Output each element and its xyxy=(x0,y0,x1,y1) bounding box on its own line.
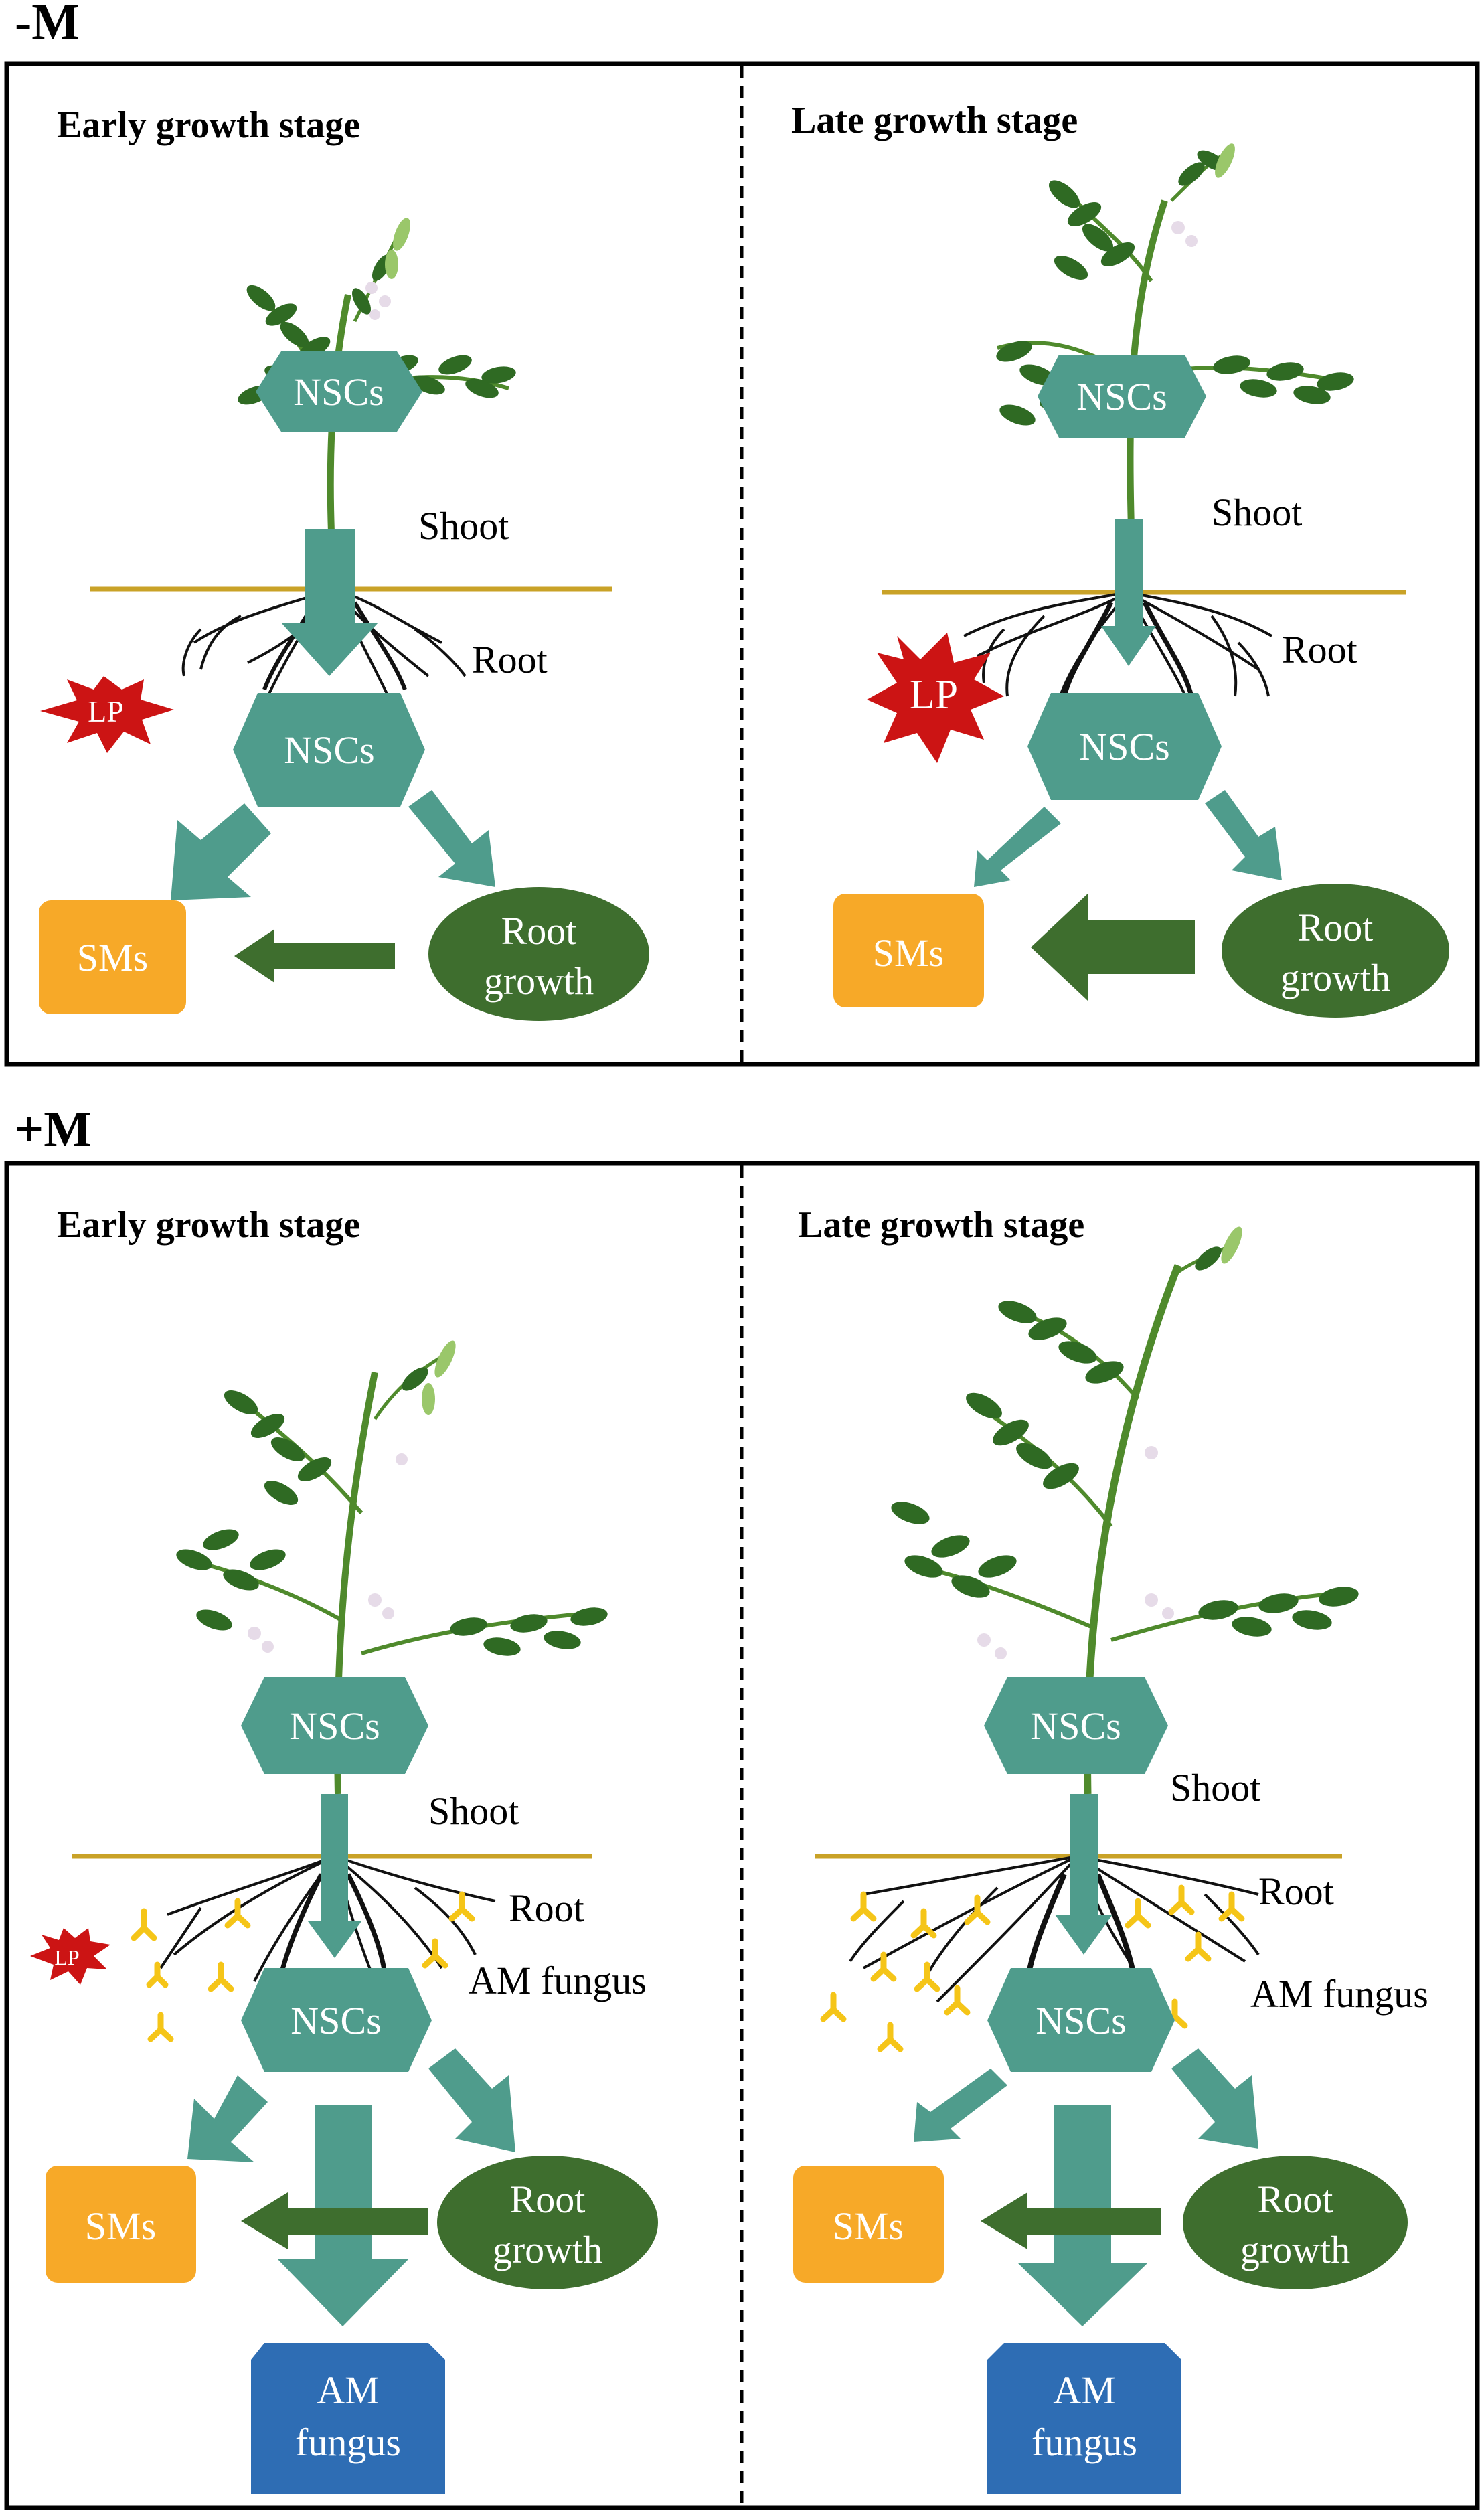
arrow-nsc-to-root-growth xyxy=(1205,790,1282,880)
root-growth-label-line2: growth xyxy=(493,2228,602,2271)
root-label: Root xyxy=(1282,628,1357,671)
root-growth-label-line2: growth xyxy=(484,959,594,1003)
section-frame-plus-m xyxy=(4,1161,1480,2510)
nsc-label-top: NSCs xyxy=(1076,375,1167,418)
root-growth-ellipse xyxy=(437,2156,658,2289)
lp-star xyxy=(867,633,1004,763)
panel-title: Early growth stage xyxy=(57,104,360,146)
sms-label: SMs xyxy=(85,2204,156,2248)
arrow-shoot-to-root xyxy=(1055,1794,1112,1955)
arrow-root-growth-to-sms xyxy=(241,2192,428,2249)
nsc-hexagon-top xyxy=(256,351,422,432)
nsc-label-bottom: NSCs xyxy=(1036,1999,1126,2042)
nsc-label-bottom: NSCs xyxy=(291,1999,381,2042)
lp-label: LP xyxy=(88,694,124,728)
am-box-label-line2: fungus xyxy=(295,2421,401,2464)
arrow-shoot-to-root xyxy=(1101,519,1156,666)
arrow-shoot-to-root xyxy=(281,529,378,676)
root-growth-ellipse xyxy=(428,887,649,1021)
shoot-label: Shoot xyxy=(418,504,509,548)
am-fungus-box xyxy=(251,2343,445,2494)
nsc-hexagon-bottom xyxy=(233,693,425,807)
panel-title: Early growth stage xyxy=(57,1204,360,1246)
sms-box xyxy=(793,2166,944,2283)
arrow-nsc-to-root-growth xyxy=(408,790,495,887)
fungus-hyphae xyxy=(820,1884,1245,2052)
nsc-label-top: NSCs xyxy=(289,1704,380,1748)
sms-label: SMs xyxy=(833,2204,904,2248)
shoot-label: Shoot xyxy=(1212,491,1302,534)
root-growth-ellipse xyxy=(1183,2156,1408,2289)
arrow-nsc-to-sms xyxy=(187,2075,268,2162)
plant-shoot-illustration xyxy=(176,1340,608,1795)
root-growth-ellipse xyxy=(1222,884,1449,1018)
am-fungus-box xyxy=(987,2343,1181,2494)
nsc-label-top: NSCs xyxy=(1030,1704,1121,1748)
section-frame-minus-m xyxy=(4,61,1480,1067)
arrow-nsc-to-root-growth xyxy=(428,2048,515,2152)
arrow-root-growth-to-sms xyxy=(1031,894,1195,1001)
panel-minus-m-late: Late growth stage xyxy=(791,100,1449,1018)
root-growth-label-line1: Root xyxy=(1298,906,1374,949)
arrow-shoot-to-root xyxy=(308,1794,361,1958)
nsc-hexagon-bottom xyxy=(1027,693,1222,800)
plant-shoot-illustration xyxy=(996,143,1354,530)
sms-box xyxy=(833,894,984,1007)
lp-star xyxy=(40,676,174,753)
shoot-label: Shoot xyxy=(1170,1766,1260,1809)
sms-box xyxy=(46,2166,196,2283)
fungus-hyphae xyxy=(131,1891,475,2042)
arrow-root-growth-to-sms xyxy=(234,929,395,983)
am-box-label-line1: AM xyxy=(1053,2368,1115,2412)
lp-star xyxy=(30,1928,110,1985)
arrow-nsc-to-root-growth xyxy=(1171,2048,1258,2149)
nsc-hexagon-top xyxy=(1038,355,1206,438)
am-fungus-label: AM fungus xyxy=(469,1959,647,2002)
root-growth-label-line2: growth xyxy=(1281,956,1390,999)
nsc-hexagon-top xyxy=(984,1677,1168,1774)
root-growth-label-line1: Root xyxy=(501,909,577,953)
root-growth-label-line2: growth xyxy=(1240,2228,1350,2271)
sms-label: SMs xyxy=(873,931,944,975)
arrow-nsc-to-sms xyxy=(974,807,1061,887)
shoot-label: Shoot xyxy=(428,1789,519,1833)
panel-plus-m-late: Late growth stage xyxy=(793,1204,1428,2494)
section-label-minus-m: -M xyxy=(15,0,80,50)
nsc-label-top: NSCs xyxy=(293,370,384,414)
plant-shoot-illustration xyxy=(891,1226,1359,1795)
panel-minus-m-early: Early growth stage xyxy=(39,104,649,1021)
nsc-label-bottom: NSCs xyxy=(1079,725,1169,768)
panel-title: Late growth stage xyxy=(798,1204,1084,1246)
arrow-nsc-to-sms xyxy=(914,2069,1007,2142)
lp-label: LP xyxy=(54,1945,79,1969)
nsc-label-bottom: NSCs xyxy=(284,728,374,772)
lp-label: LP xyxy=(910,672,958,718)
sms-label: SMs xyxy=(77,936,148,979)
nsc-hexagon-bottom xyxy=(241,1968,432,2072)
am-box-label-line2: fungus xyxy=(1032,2421,1137,2464)
panel-plus-m-early: Early growth stage xyxy=(30,1204,658,2494)
root-label: Root xyxy=(1258,1870,1334,1913)
root-label: Root xyxy=(472,638,548,681)
sms-box xyxy=(39,900,186,1014)
nsc-hexagon-top xyxy=(241,1677,428,1774)
nsc-hexagon-bottom xyxy=(987,1968,1175,2072)
root-growth-label-line1: Root xyxy=(1258,2178,1333,2221)
arrow-root-growth-to-sms xyxy=(981,2192,1161,2249)
section-label-plus-m: +M xyxy=(15,1101,92,1157)
am-fungus-label: AM fungus xyxy=(1250,1972,1428,2016)
arrow-nsc-to-sms xyxy=(171,803,271,900)
root-growth-label-line1: Root xyxy=(510,2178,586,2221)
am-box-label-line1: AM xyxy=(317,2368,379,2412)
root-label: Root xyxy=(509,1886,584,1930)
panel-title: Late growth stage xyxy=(791,100,1078,141)
